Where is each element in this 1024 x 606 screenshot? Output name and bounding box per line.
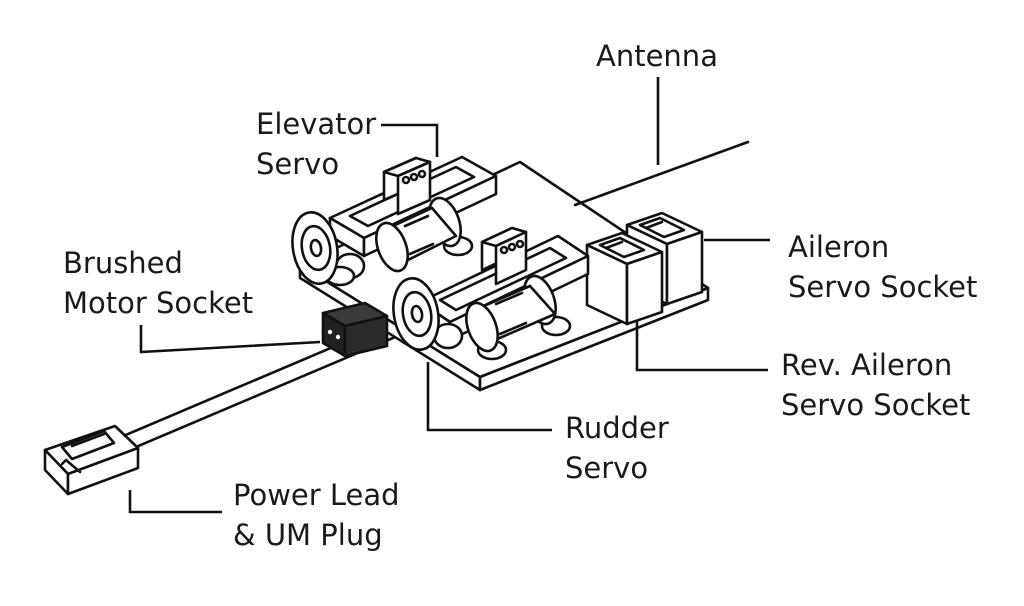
um-plug	[43, 424, 140, 496]
rev-aileron-servo-socket-label: Rev. Aileron Servo Socket	[781, 345, 970, 425]
elevator-servo	[291, 155, 498, 287]
aileron-servo-socket-label-line1: Aileron	[788, 230, 890, 264]
rev-aileron-servo-socket-label-line1: Rev. Aileron	[781, 348, 953, 382]
aileron-servo-socket-label: Aileron Servo Socket	[788, 227, 977, 307]
aileron-servo-socket-label-line2: Servo Socket	[788, 270, 978, 304]
callout-lines	[128, 77, 770, 514]
rev-aileron-servo-socket	[585, 231, 664, 326]
elevator-servo-label: Elevator Servo	[256, 104, 376, 184]
power-lead-um-plug-label-line2: & UM Plug	[233, 518, 383, 552]
elevator-servo-label-line2: Servo	[256, 147, 340, 181]
rev-aileron-servo-socket-label-line2: Servo Socket	[781, 388, 971, 422]
rudder-servo	[392, 226, 590, 361]
rudder-servo-label: Rudder Servo	[565, 408, 669, 488]
antenna-wire	[573, 140, 750, 207]
elevator-servo-label-line1: Elevator	[256, 107, 377, 141]
power-lead-um-plug-label: Power Lead & UM Plug	[233, 475, 400, 555]
brushed-motor-socket	[321, 301, 389, 358]
brushed-motor-socket-label-line1: Brushed	[63, 246, 183, 280]
brushed-motor-socket-label: Brushed Motor Socket	[63, 243, 253, 323]
power-lead-um-plug-label-line1: Power Lead	[233, 478, 400, 512]
rudder-servo-label-line1: Rudder	[565, 411, 669, 445]
brushed-motor-socket-label-line2: Motor Socket	[63, 286, 254, 320]
rudder-servo-label-line2: Servo	[565, 451, 649, 485]
antenna-label-text: Antenna	[596, 39, 718, 73]
antenna-label: Antenna	[596, 36, 718, 76]
